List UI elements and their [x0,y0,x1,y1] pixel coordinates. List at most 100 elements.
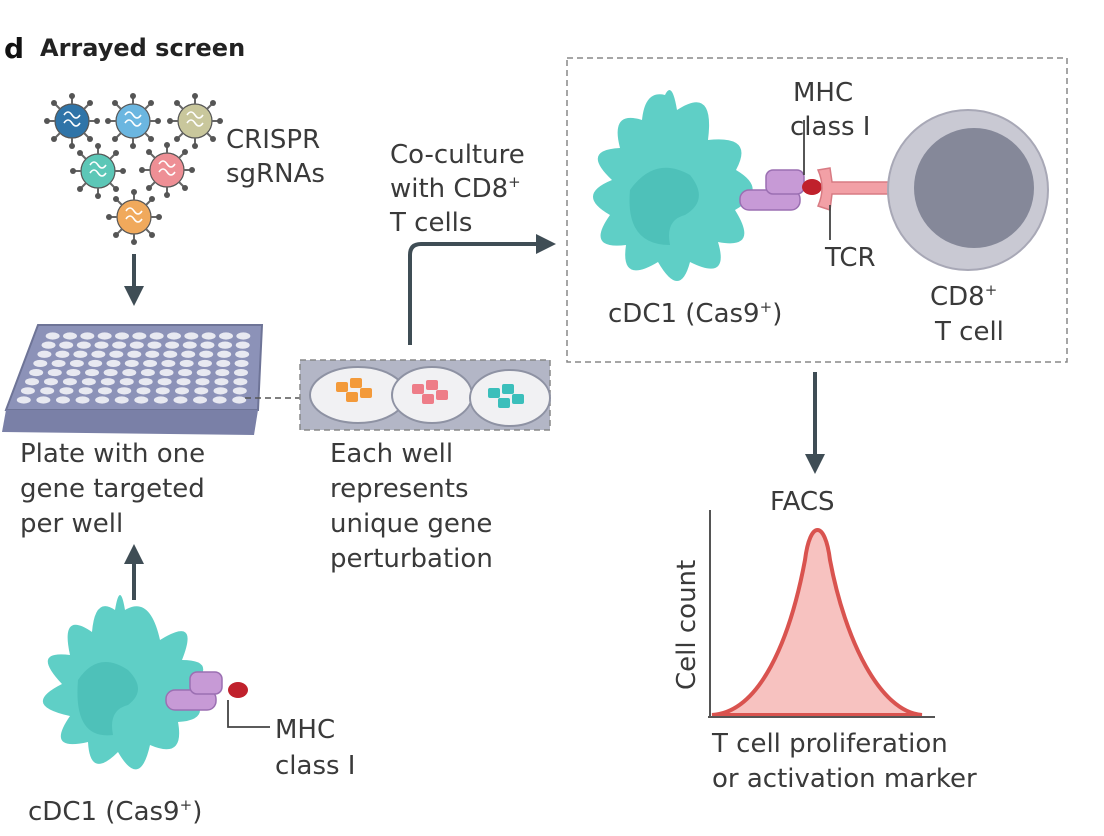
plate-well [119,378,134,386]
plate-well [173,396,188,404]
plate-well [194,387,209,395]
plate-well [214,378,229,386]
crispr-label-line1: CRISPR [226,125,320,155]
plate-label-line2: gene targeted [20,474,205,504]
plate-label-line1: Plate with one [20,439,205,469]
coculture-box [566,57,1068,363]
bottom-mhc-label-line1: MHC [275,715,335,745]
plate-well [20,387,35,395]
tcell-label-line1: CD8+ [930,281,997,312]
plate-well [36,396,51,404]
plate-well [175,387,190,395]
plate-well [59,341,74,349]
plate-well [145,350,160,358]
plate-well [25,378,40,386]
plate-well [41,341,56,349]
plate-well [88,359,103,368]
plate-well [147,341,162,349]
wells-label-line2: represents [330,474,469,504]
plate-well [234,359,249,368]
facs-histogram [708,510,935,718]
plate-well [216,359,231,368]
plate-well [161,359,176,368]
plate-well [76,341,91,349]
plate-well [176,378,191,386]
panel-letter: d [4,32,24,65]
facs-title: FACS [770,487,835,517]
plate-well [199,350,214,358]
coculture-label-line1: Co-culture [390,140,525,170]
plate-well [55,350,70,358]
top-mhc-label-line2: class I [790,112,870,142]
plate-well [197,359,212,368]
plate-well [94,341,109,349]
plate-well [218,341,233,349]
plate-well [232,387,247,395]
plate-well [163,350,178,358]
wells-label-line1: Each well [330,439,453,469]
plate-well [184,332,199,340]
plate-well [196,368,211,377]
plate-well [78,387,93,395]
coculture-label-line3: T cells [389,208,472,238]
facs-y-label: Cell count [672,560,702,690]
plate-well [136,387,151,395]
plate-well [178,368,193,377]
plate-well [181,350,196,358]
plate-well [134,396,149,404]
facs-x-label-line1: T cell proliferation [711,729,948,759]
plate-well [91,350,106,358]
coculture-label-line2: with CD8+ [390,173,521,204]
plate-well [157,378,172,386]
plate-well [124,359,139,368]
wells-label-line3: unique gene [330,509,492,539]
plate-well [51,359,66,368]
plate-well [43,378,58,386]
plate-well [100,378,115,386]
plate-well [62,378,77,386]
plate-well [235,350,250,358]
plate-well [213,387,228,395]
crispr-label-line2: sgRNAs [226,159,325,189]
cd8-t-cell-icon [887,109,1049,271]
plate-well [97,332,112,340]
plate-well [69,359,84,368]
plate-well [114,396,129,404]
plate-well [122,368,137,377]
plate-well [200,341,215,349]
plate-well [201,332,216,340]
bottom-mhc-label-line2: class I [275,751,355,781]
top-cdc1-cell-icon [592,90,913,281]
plate-well [47,368,62,377]
wells-label-line4: perturbation [330,544,493,574]
plate-well [37,350,52,358]
plate-well [127,350,142,358]
plate-well [153,396,168,404]
plate-well [75,396,90,404]
plate-well [112,341,127,349]
plate-well [109,350,124,358]
facs-peak [711,528,923,717]
plate-label-line3: per well [20,509,123,539]
plate-well [165,341,180,349]
plate-well [63,332,77,340]
plate-well [85,368,100,377]
plate-well [140,368,155,377]
plate-well [233,378,248,386]
plate-well [33,359,48,368]
plate-well [117,387,132,395]
plate-well [217,350,232,358]
top-mhc-label-line1: MHC [793,78,853,108]
plate-well [66,368,81,377]
arrow-to-coculture [408,234,556,345]
plate-well [236,332,251,340]
crispr-virus-icons [43,92,224,246]
plate-well [40,387,55,395]
tcell-label-line2: T cell [934,317,1004,347]
plate-well [73,350,88,358]
plate-well [16,396,31,404]
plate-well [193,396,208,404]
plate-well [132,332,147,340]
plate-well [195,378,210,386]
